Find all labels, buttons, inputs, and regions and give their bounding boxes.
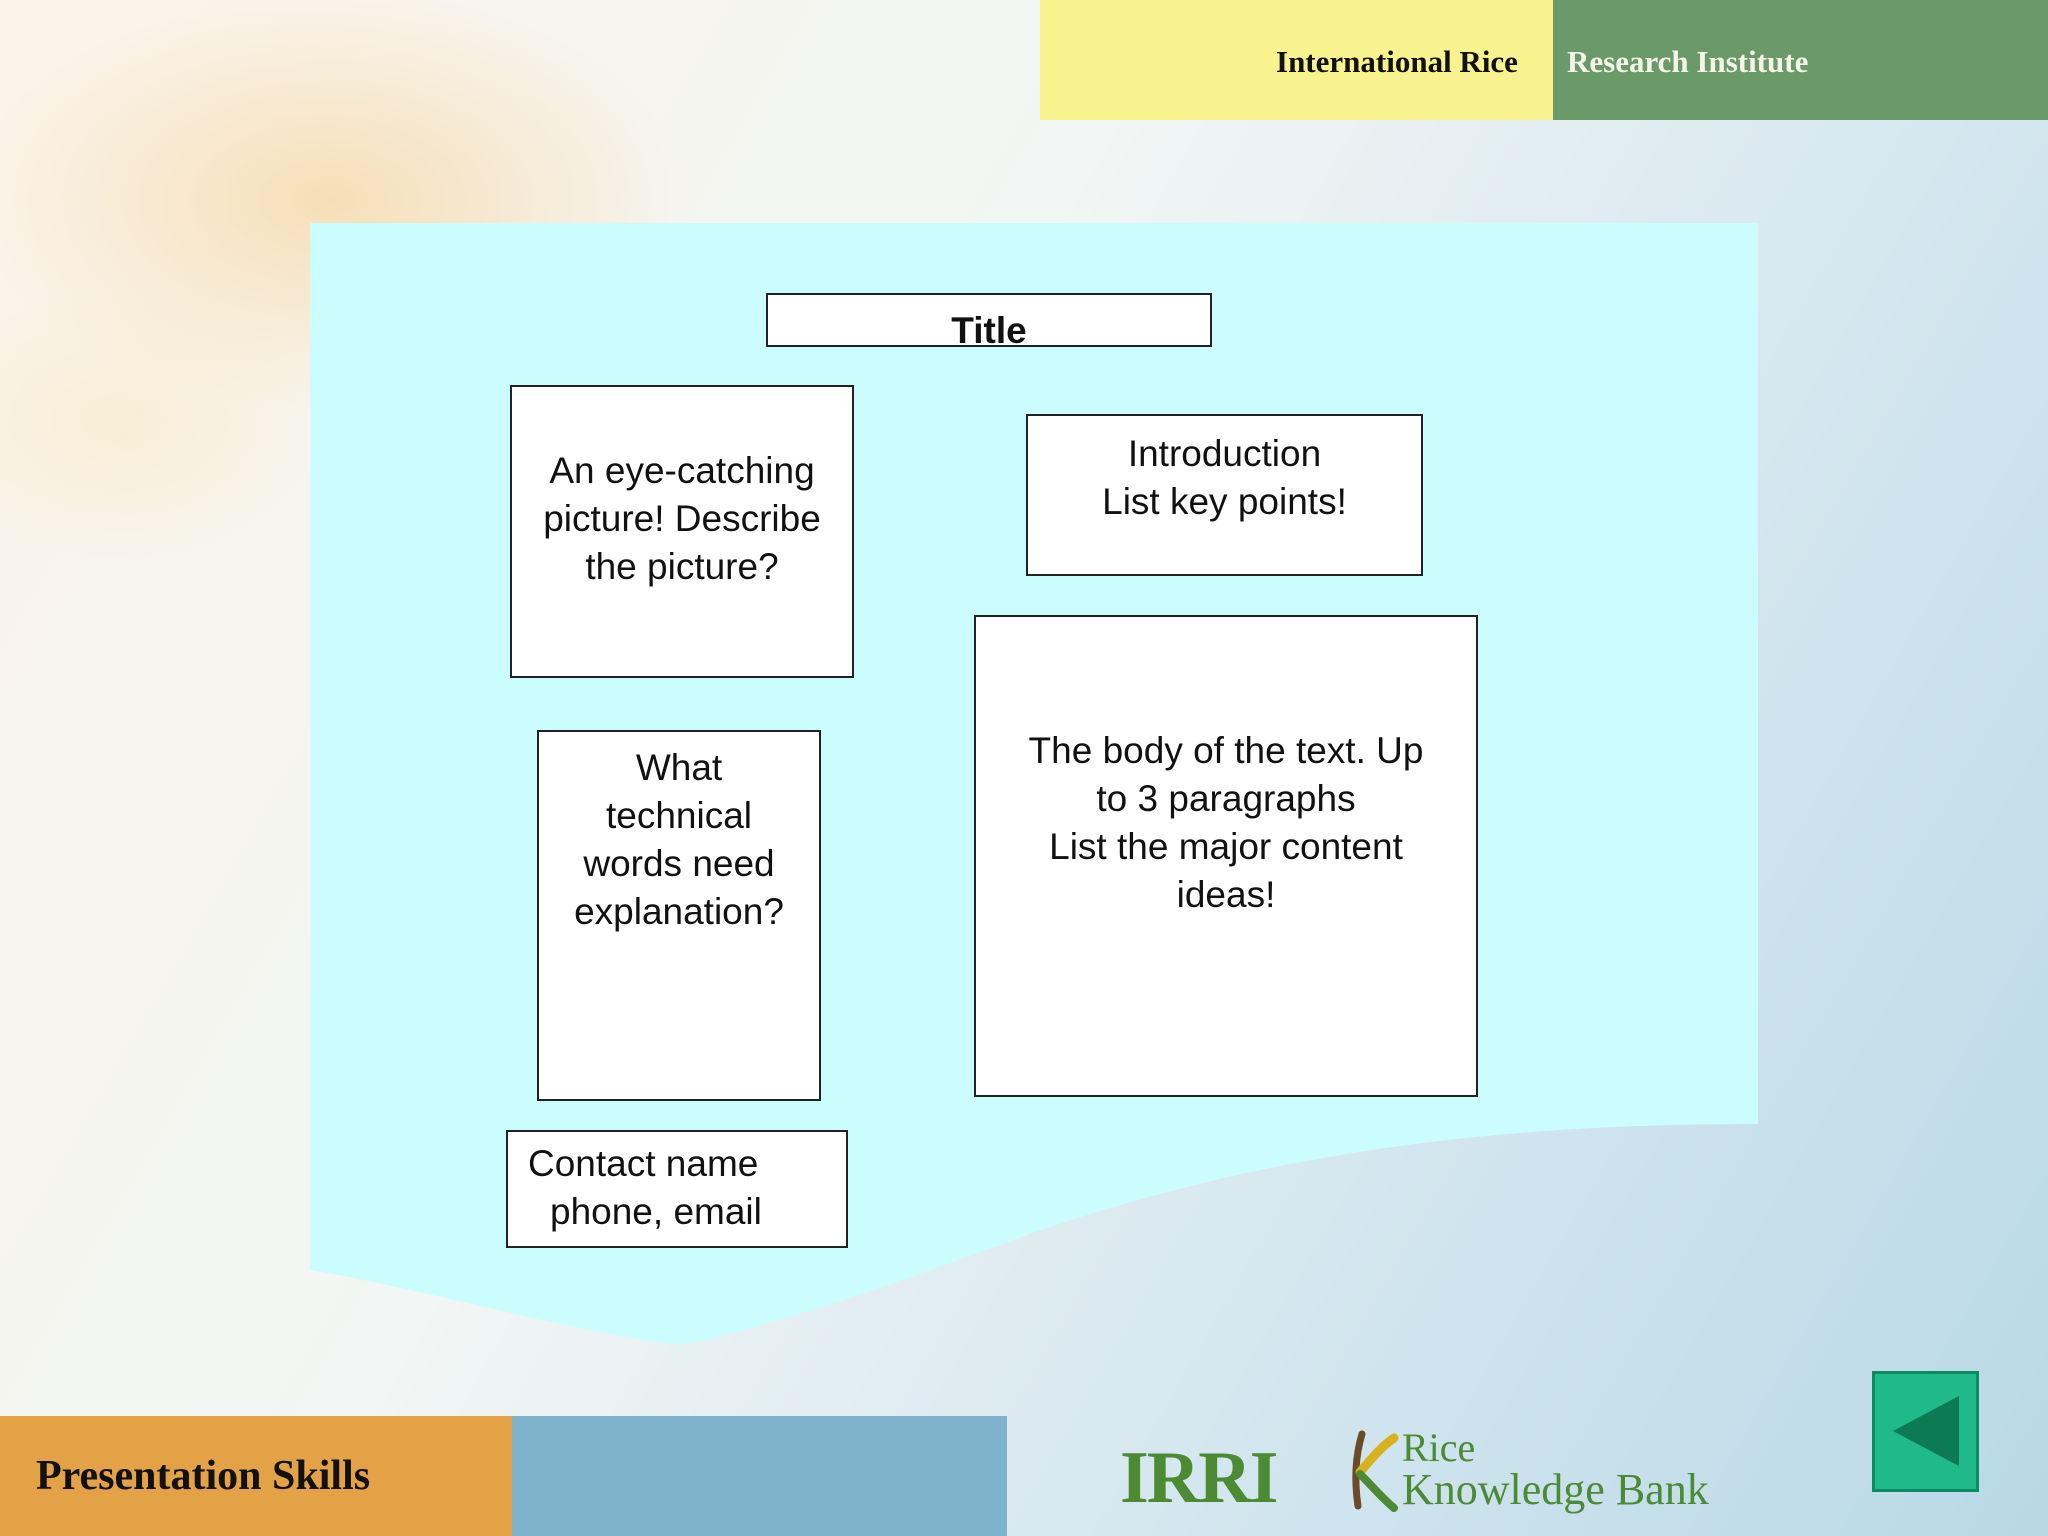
introduction-box-line: Introduction bbox=[1127, 433, 1322, 474]
technical-words-line: explanation? bbox=[574, 891, 784, 932]
header-org-left: International Rice bbox=[1276, 44, 1518, 79]
picture-box: An eye-catching picture! Describe the pi… bbox=[510, 385, 854, 678]
contact-line: Contact name bbox=[528, 1143, 759, 1184]
rice-knowledge-bank-logo-line1: Rice bbox=[1402, 1425, 1476, 1470]
technical-words-line: technical bbox=[605, 795, 753, 836]
triangle-left-icon bbox=[1893, 1396, 1959, 1466]
introduction-box-line: List key points! bbox=[1102, 481, 1347, 522]
header-yellow-bar bbox=[1040, 0, 1553, 120]
technical-words-box: What technical words need explanation? bbox=[537, 730, 821, 1101]
footer-course-title: Presentation Skills bbox=[36, 1453, 371, 1499]
body-text-line: List the major content bbox=[1049, 826, 1403, 867]
contact-line: phone, email bbox=[550, 1191, 762, 1232]
introduction-box: Introduction List key points! bbox=[1026, 414, 1423, 576]
slide-title: Title bbox=[951, 310, 1027, 351]
body-text-box: The body of the text. Up to 3 paragraphs… bbox=[974, 615, 1478, 1097]
contact-box: Contact name phone, email bbox=[506, 1130, 848, 1248]
technical-words-line: What bbox=[635, 747, 723, 788]
picture-box-line: An eye-catching bbox=[549, 450, 815, 491]
technical-words-line: words need bbox=[583, 843, 775, 884]
body-text-line: ideas! bbox=[1176, 874, 1276, 915]
picture-box-line: the picture? bbox=[585, 546, 779, 587]
picture-box-line: picture! Describe bbox=[543, 498, 821, 539]
title-placeholder-box: Title bbox=[766, 293, 1212, 351]
rice-knowledge-bank-logo-line2: Knowledge Bank bbox=[1402, 1465, 1709, 1514]
footer-blue-bar bbox=[512, 1416, 1007, 1536]
rice-knowledge-bank-k-icon bbox=[1352, 1430, 1399, 1512]
body-text-line: The body of the text. Up bbox=[1028, 730, 1424, 771]
body-text-line: to 3 paragraphs bbox=[1096, 778, 1356, 819]
irri-logo: IRRI bbox=[1120, 1437, 1278, 1519]
header-green-bar bbox=[1553, 0, 2048, 120]
footer-orange-bar bbox=[0, 1416, 512, 1536]
previous-slide-button[interactable] bbox=[1872, 1371, 1979, 1492]
header-org-right: Research Institute bbox=[1567, 44, 1809, 79]
